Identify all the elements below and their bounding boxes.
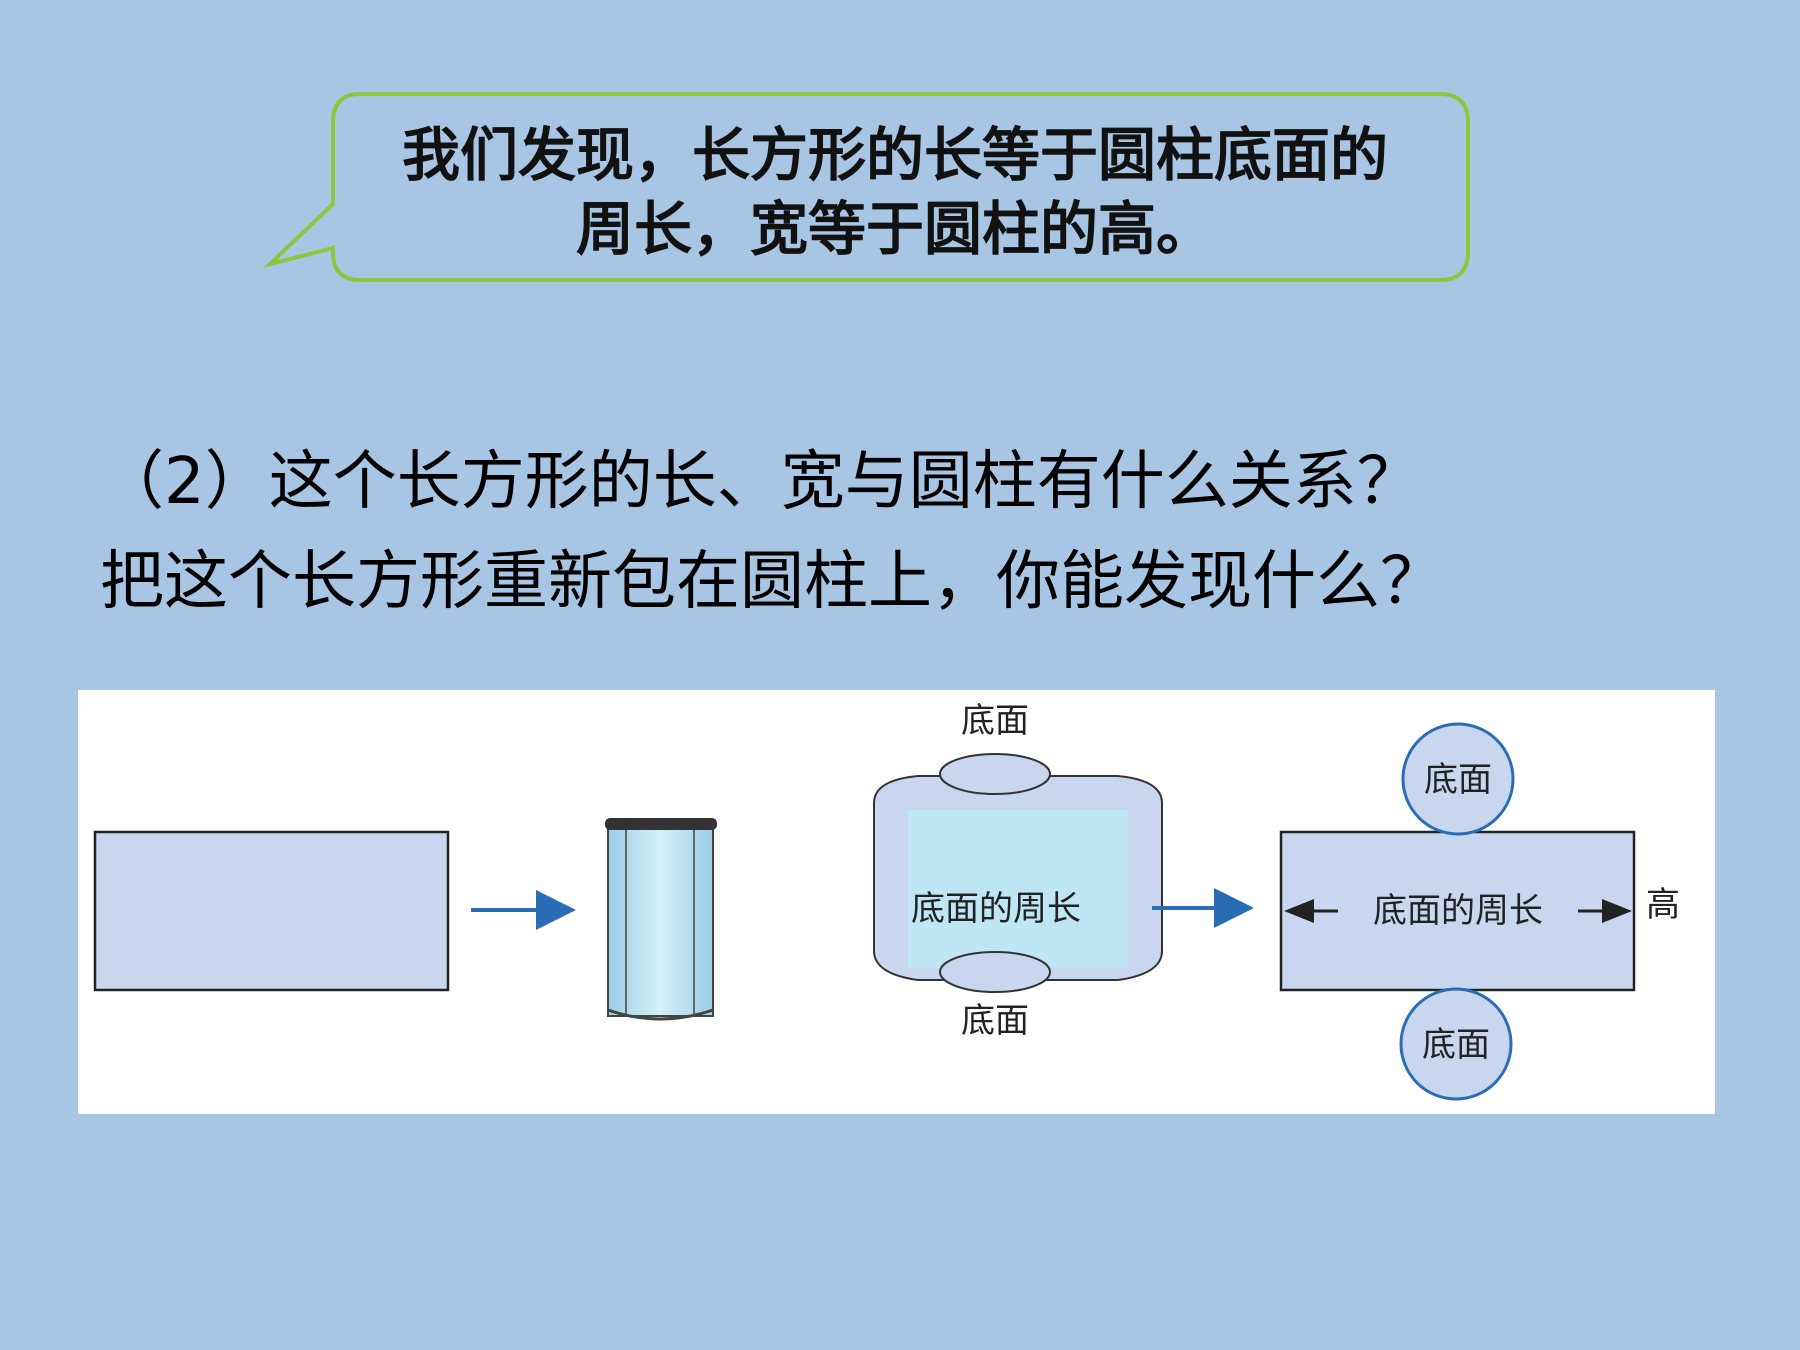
net-circle-bottom <box>1399 987 1513 1101</box>
cylinder-unfolding-diagram: 底面 底面 底面的周长 底面 底面 底面的周长 高 <box>93 701 1680 1101</box>
question-text: （2）这个长方形的长、宽与圆柱有什么关系？ 把这个长方形重新包在圆柱上，你能发现… <box>100 432 1750 632</box>
base-ellipse-bottom <box>939 951 1051 993</box>
rolled-cylinder <box>605 818 717 1021</box>
base-ellipse-top <box>939 753 1051 795</box>
net-circle-top <box>1401 722 1515 836</box>
label-circumference-net: 底面的周长 <box>1373 891 1543 931</box>
net-rectangle <box>1279 830 1636 992</box>
label-net-circle-top: 底面 <box>1424 760 1492 800</box>
label-circumference-wrap: 底面的周长 <box>911 889 1081 929</box>
speech-bubble-outline <box>263 92 1470 282</box>
label-height: 高 <box>1646 885 1680 925</box>
question-line-2: 把这个长方形重新包在圆柱上，你能发现什么？ <box>100 545 1444 619</box>
label-base-top: 底面 <box>961 701 1029 741</box>
speech-bubble-text: 我们发现，长方形的长等于圆柱底面的 周长，宽等于圆柱的高。 <box>340 118 1450 266</box>
flat-rectangle <box>93 830 450 992</box>
wrapped-cylinder <box>873 753 1163 993</box>
speech-bubble-line-2: 周长，宽等于圆柱的高。 <box>575 195 1214 263</box>
label-net-circle-bottom: 底面 <box>1422 1025 1490 1065</box>
question-line-1: （2）这个长方形的长、宽与圆柱有什么关系？ <box>100 445 1421 519</box>
label-base-bottom: 底面 <box>961 1001 1029 1041</box>
figure-panel: 底面 底面 底面的周长 底面 底面 底面的周长 高 <box>78 690 1715 1114</box>
speech-bubble-line-1: 我们发现，长方形的长等于圆柱底面的 <box>401 121 1388 189</box>
